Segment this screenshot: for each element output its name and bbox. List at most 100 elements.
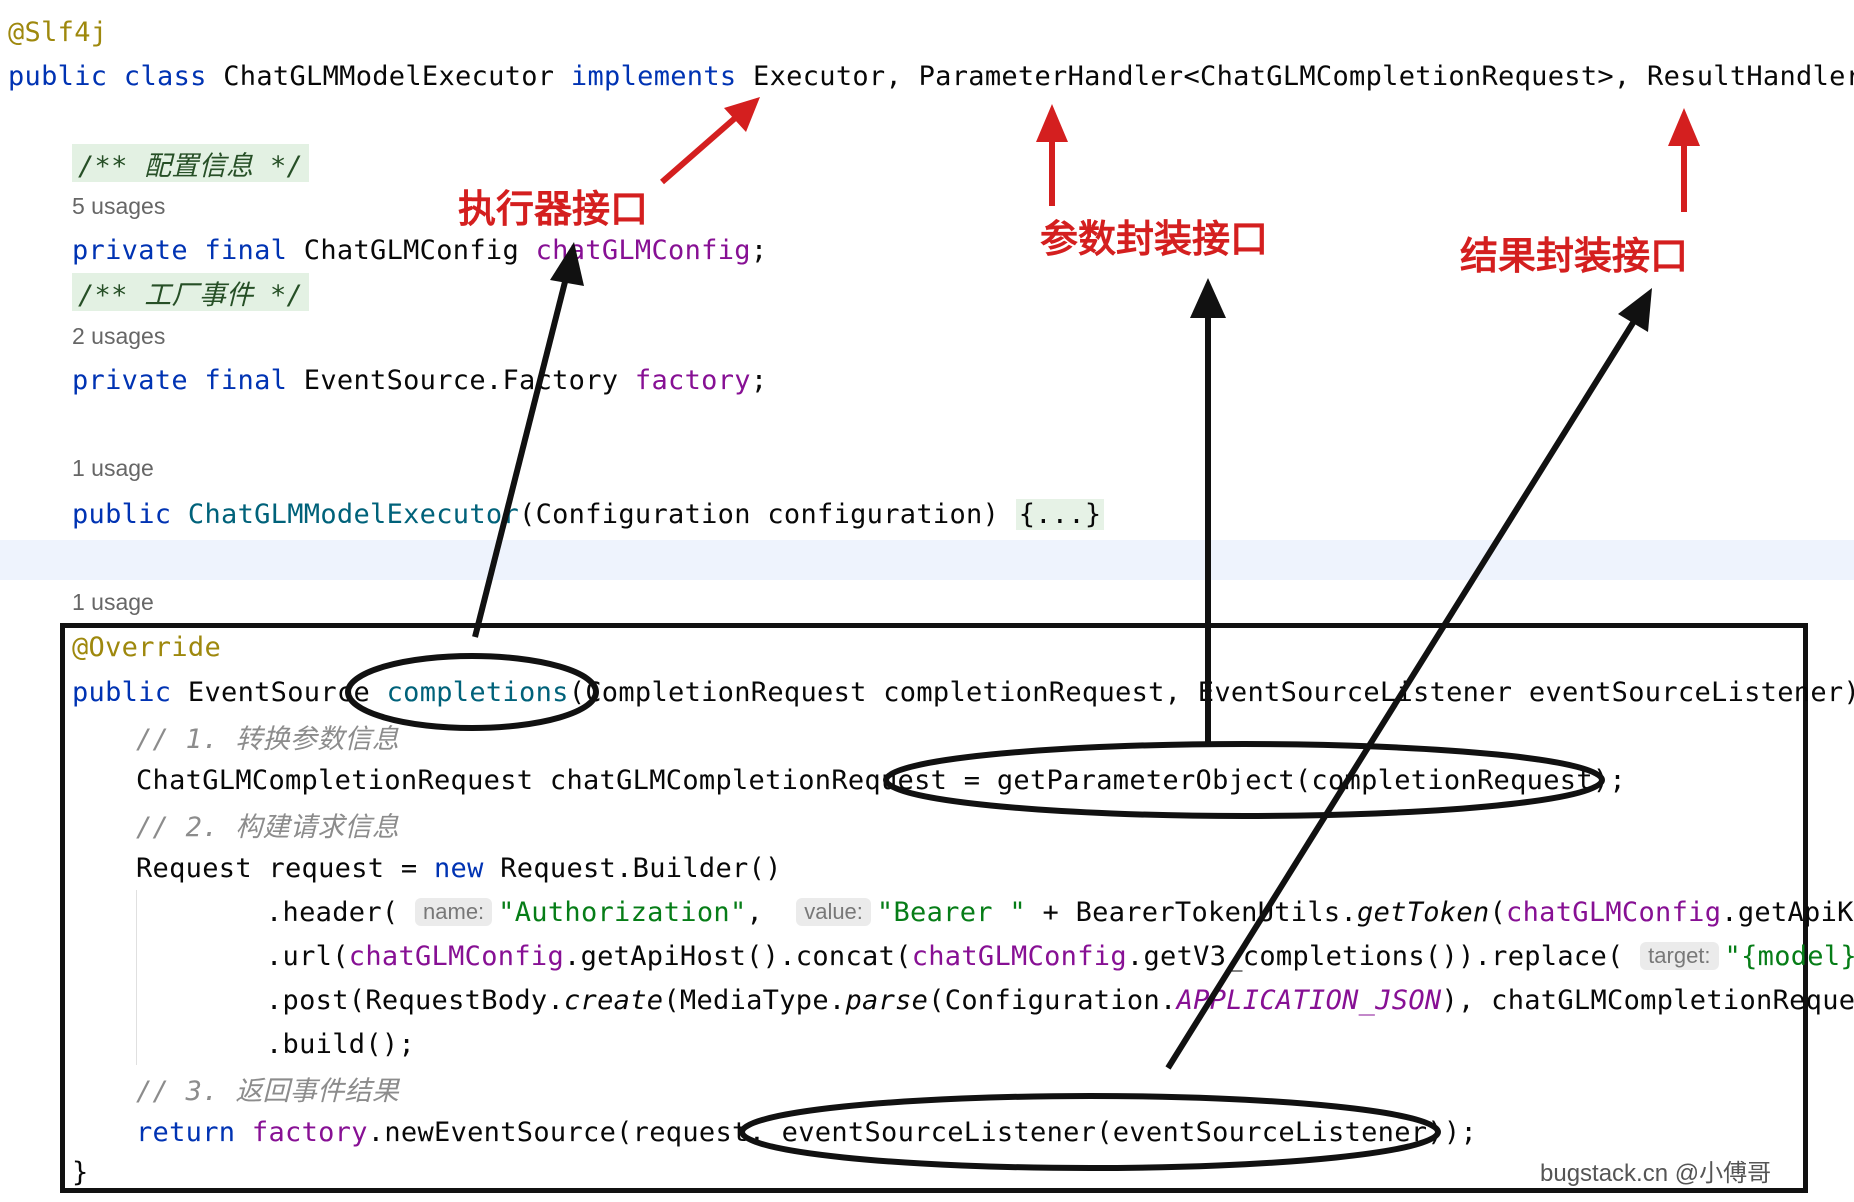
ellipse-parameter-object	[883, 741, 1605, 819]
code-line-return[interactable]: return factory.newEventSource(request, e…	[136, 1112, 1854, 1152]
class-name: ChatGLMModelExecutor	[223, 60, 555, 92]
method-create: create	[564, 984, 664, 1016]
red-arrow-result	[1668, 108, 1700, 212]
field-ref-chatglmconfig: chatGLMConfig	[911, 940, 1127, 972]
code-line-post[interactable]: .post(RequestBody.create(MediaType.parse…	[266, 980, 1854, 1020]
field-type: ChatGLMConfig	[303, 234, 520, 266]
code-line-comment-2[interactable]: // 2. 构建请求信息	[136, 804, 1854, 844]
comment-convert-params: // 1. 转换参数信息	[136, 723, 400, 755]
param-hint-target: target:	[1640, 942, 1719, 970]
black-arrow-event-listener	[1165, 288, 1652, 1070]
field-name-factory: factory	[634, 364, 751, 396]
black-arrow-parameter-object	[1190, 278, 1226, 745]
black-arrow-completions	[472, 242, 584, 638]
code-line-field-factory[interactable]: private final EventSource.Factory factor…	[72, 360, 1854, 400]
red-arrow-executor	[660, 97, 760, 185]
string-model: "{model}"	[1724, 940, 1854, 972]
doc-comment-config: /** 配置信息 */	[72, 144, 310, 182]
red-arrow-param	[1036, 104, 1068, 206]
code-line-request-builder[interactable]: Request request = new Request.Builder()	[136, 848, 1854, 888]
code-text: .newEventSource(request, eventSourceList…	[367, 1116, 1478, 1148]
statement-parameter-object: ChatGLMCompletionRequest chatGLMCompleti…	[136, 764, 1626, 796]
keyword-return: return	[136, 1116, 236, 1148]
keyword-class: class	[123, 60, 207, 92]
code-line-doc-factory[interactable]: /** 工厂事件 */	[72, 272, 1854, 312]
keyword-new: new	[434, 852, 484, 884]
keyword-public: public	[8, 60, 108, 92]
constant-application-json: APPLICATION_JSON	[1176, 984, 1442, 1016]
code-line-doc-config[interactable]: /** 配置信息 */	[72, 143, 1854, 183]
code-line-class-declaration[interactable]: public class ChatGLMModelExecutor implem…	[8, 56, 1854, 96]
keyword-private-final: private final	[72, 234, 288, 266]
semicolon: ;	[750, 364, 768, 396]
string-authorization: "Authorization"	[498, 896, 747, 928]
code-line-header[interactable]: .header( name:"Authorization", value:"Be…	[266, 892, 1854, 932]
label-param-interface: 参数封装接口	[1040, 217, 1269, 261]
code-text: ), chatGLMCompletionRequest.t	[1441, 984, 1854, 1016]
code-text: + BearerTokenUtils.	[1025, 896, 1358, 928]
indent-guide	[136, 890, 137, 1065]
current-line-highlight	[0, 540, 1854, 580]
ellipse-event-listener	[739, 1093, 1441, 1171]
code-line-parameter-object[interactable]: ChatGLMCompletionRequest chatGLMCompleti…	[136, 760, 1854, 800]
keyword-implements: implements	[570, 60, 737, 92]
keyword-private-final: private final	[72, 364, 288, 396]
label-result-interface: 结果封装接口	[1460, 234, 1689, 278]
usages-label: 2 usages	[72, 322, 166, 349]
field-ref-chatglmconfig: chatGLMConfig	[1506, 896, 1722, 928]
usages-hint-config[interactable]: 5 usages	[72, 186, 1854, 226]
ellipse-completions	[345, 653, 599, 731]
usages-hint-constructor[interactable]: 1 usage	[72, 448, 1854, 488]
return-type: EventSource	[187, 676, 371, 708]
code-text: Request request =	[136, 852, 434, 884]
code-line-override[interactable]: @Override	[72, 627, 1854, 667]
field-type: EventSource.Factory	[303, 364, 619, 396]
doc-comment-factory: /** 工厂事件 */	[72, 273, 310, 311]
code-line-closing-brace[interactable]: }	[72, 1152, 1854, 1192]
field-ref-chatglmconfig: chatGLMConfig	[348, 940, 565, 972]
code-line-method-declaration[interactable]: public EventSource completions(Completio…	[72, 672, 1854, 712]
keyword-public: public	[72, 498, 172, 530]
method-name-completions: completions	[386, 676, 569, 708]
code-text: .getV3_completions()).replace(	[1126, 940, 1624, 972]
usages-hint-method[interactable]: 1 usage	[72, 582, 1854, 622]
code-text: .post(RequestBody.	[266, 984, 564, 1016]
code-text: .getApiKey()	[1721, 896, 1854, 928]
code-text: (	[1489, 896, 1507, 928]
watermark: bugstack.cn @小傅哥	[1540, 1160, 1772, 1187]
code-text: Request.Builder()	[483, 852, 782, 884]
code-text: .header(	[266, 896, 399, 928]
usages-label: 1 usage	[72, 454, 154, 481]
keyword-public: public	[72, 676, 172, 708]
closing-brace: }	[72, 1156, 89, 1188]
method-parse: parse	[845, 984, 929, 1016]
code-text: .url(	[266, 940, 349, 972]
code-text: (MediaType.	[663, 984, 846, 1016]
implemented-interfaces: Executor, ParameterHandler<ChatGLMComple…	[753, 60, 1854, 92]
method-gettoken: getToken	[1357, 896, 1490, 928]
annotation-slf4j: @Slf4j	[8, 16, 108, 48]
field-ref-factory: factory	[251, 1116, 368, 1148]
code-line-url[interactable]: .url(chatGLMConfig.getApiHost().concat(c…	[266, 936, 1854, 976]
code-line-comment-1[interactable]: // 1. 转换参数信息	[136, 716, 1854, 756]
folded-body[interactable]: {...}	[1015, 498, 1105, 530]
annotation-override: @Override	[72, 631, 221, 663]
usages-label: 5 usages	[72, 192, 166, 219]
string-bearer: "Bearer "	[876, 896, 1026, 928]
code-line-build[interactable]: .build();	[266, 1024, 1854, 1064]
constructor-name: ChatGLMModelExecutor	[187, 498, 520, 530]
code-text: .build();	[266, 1028, 415, 1060]
param-hint-name: name:	[415, 898, 493, 926]
code-text: ,	[746, 896, 780, 928]
code-line-comment-3[interactable]: // 3. 返回事件结果	[136, 1068, 1854, 1108]
code-line-slf4j[interactable]: @Slf4j	[8, 12, 1854, 52]
usages-hint-factory[interactable]: 2 usages	[72, 316, 1854, 356]
comment-build-request: // 2. 构建请求信息	[136, 811, 400, 843]
code-text: .getApiHost().concat(	[564, 940, 912, 972]
code-text: (Configuration.	[928, 984, 1177, 1016]
constructor-params: (Configuration configuration)	[519, 498, 1016, 530]
code-line-constructor[interactable]: public ChatGLMModelExecutor(Configuratio…	[72, 494, 1854, 534]
label-executor-interface: 执行器接口	[458, 187, 649, 231]
highlight-box	[60, 623, 1808, 1193]
